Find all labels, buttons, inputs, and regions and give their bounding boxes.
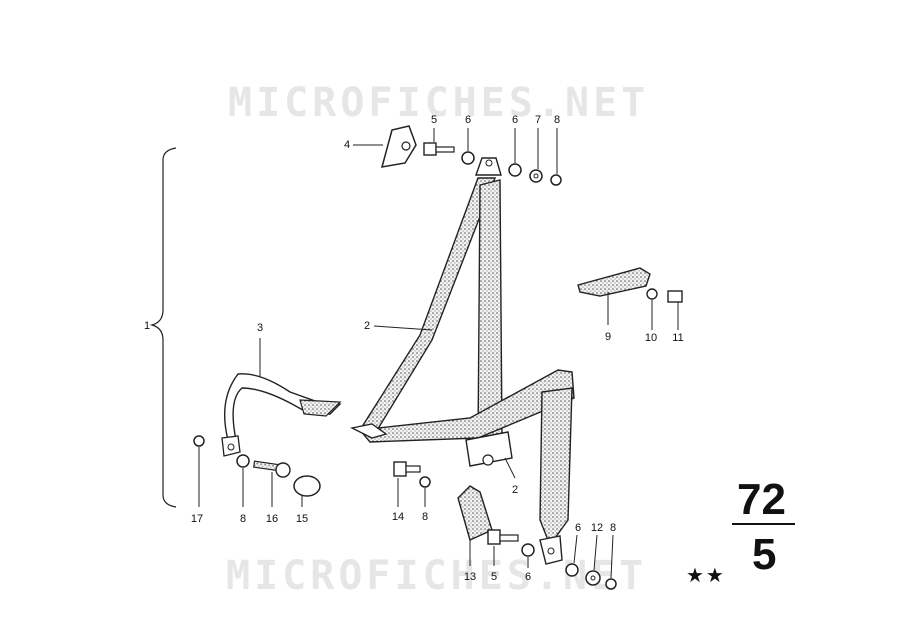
callout-9: 9 bbox=[604, 331, 612, 343]
callout-8-b: 8 bbox=[239, 513, 247, 525]
callout-12: 12 bbox=[590, 522, 604, 534]
callout-10: 10 bbox=[644, 332, 658, 344]
callout-2-upper: 2 bbox=[363, 320, 371, 332]
callout-8-c: 8 bbox=[421, 511, 429, 523]
bracket-9 bbox=[577, 267, 651, 297]
group-bracket bbox=[149, 147, 177, 508]
callout-7: 7 bbox=[534, 114, 542, 126]
callout-5-upper: 5 bbox=[430, 114, 438, 126]
callout-8-d: 8 bbox=[609, 522, 617, 534]
callout-4: 4 bbox=[343, 139, 351, 151]
page-ref-top: 72 bbox=[737, 475, 786, 524]
watermark-top: MICROFICHES.NET bbox=[228, 80, 650, 126]
callout-2-lower: 2 bbox=[511, 484, 519, 496]
callout-13: 13 bbox=[463, 571, 477, 583]
shoulder-belt bbox=[358, 177, 497, 433]
anchor-bracket-4 bbox=[380, 125, 417, 168]
lower-belt bbox=[539, 387, 573, 547]
callout-6-d: 6 bbox=[574, 522, 582, 534]
callout-6-c: 6 bbox=[524, 571, 532, 583]
callout-6-a: 6 bbox=[464, 114, 472, 126]
callout-1: 1 bbox=[143, 320, 151, 332]
callout-14: 14 bbox=[391, 511, 405, 523]
retractor bbox=[465, 431, 513, 467]
callout-15: 15 bbox=[295, 513, 309, 525]
callout-17: 17 bbox=[190, 513, 204, 525]
cover-13 bbox=[457, 485, 493, 541]
page-ref-bottom: 5 bbox=[752, 530, 777, 579]
star-marks: ★★ bbox=[686, 563, 726, 587]
bolt-5-upper bbox=[423, 128, 455, 156]
bolt-5-lower bbox=[487, 529, 519, 566]
callout-6-b: 6 bbox=[511, 114, 519, 126]
callout-11: 11 bbox=[672, 332, 684, 344]
callout-3: 3 bbox=[256, 322, 264, 334]
callout-8-a: 8 bbox=[553, 114, 561, 126]
callout-16: 16 bbox=[265, 513, 279, 525]
callout-5-lower: 5 bbox=[490, 571, 498, 583]
